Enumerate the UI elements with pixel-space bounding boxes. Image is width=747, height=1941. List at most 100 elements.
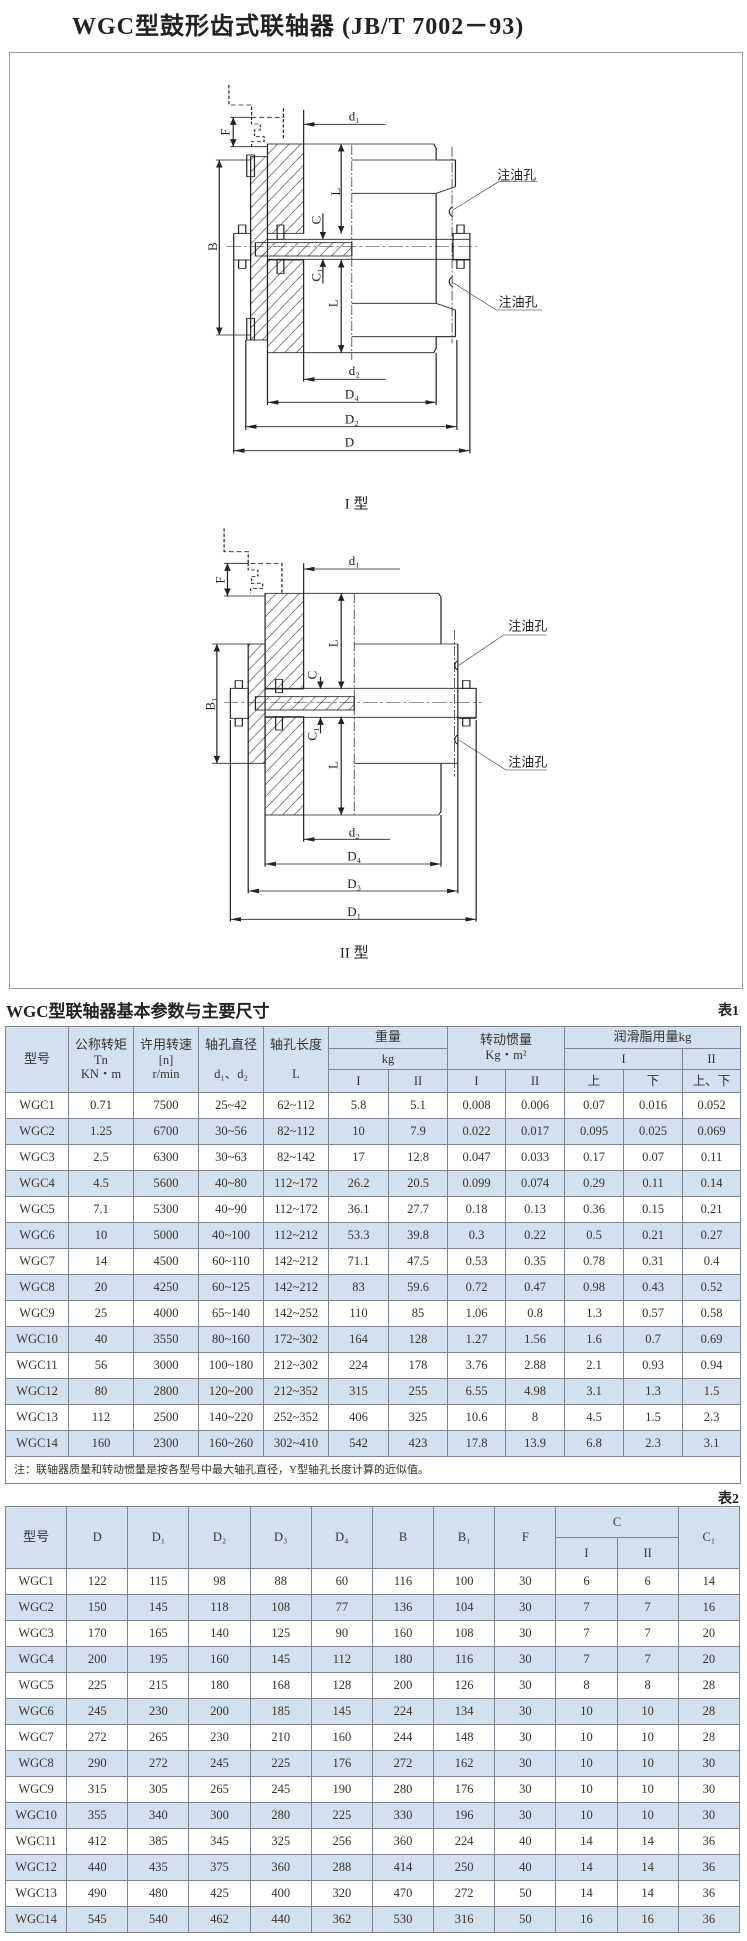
value-cell: 40 bbox=[494, 1828, 557, 1855]
value-cell: 195 bbox=[127, 1646, 190, 1673]
model-cell: WGC7 bbox=[4, 1724, 68, 1751]
model-cell: WGC7 bbox=[5, 1248, 69, 1275]
value-cell: 77 bbox=[310, 1594, 373, 1621]
value-cell: 0.18 bbox=[447, 1196, 507, 1223]
value-cell: 545 bbox=[66, 1906, 129, 1933]
value-cell: 230 bbox=[188, 1724, 251, 1751]
value-cell: 360 bbox=[249, 1854, 312, 1881]
label-d1: d₁ bbox=[349, 553, 360, 568]
label-L: L bbox=[325, 639, 340, 647]
value-cell: 325 bbox=[249, 1828, 312, 1855]
value-cell: 180 bbox=[371, 1646, 435, 1673]
value-cell: 39.8 bbox=[387, 1222, 449, 1249]
value-cell: 1.06 bbox=[447, 1300, 507, 1327]
value-cell: 40~90 bbox=[198, 1196, 264, 1223]
value-cell: 176 bbox=[310, 1750, 373, 1777]
col-torque-symbol: Tn bbox=[94, 1052, 108, 1067]
value-cell: 47.5 bbox=[387, 1248, 449, 1275]
value-cell: 340 bbox=[127, 1802, 190, 1829]
value-cell: 128 bbox=[387, 1326, 449, 1353]
value-cell: 10 bbox=[616, 1698, 679, 1725]
value-cell: 80 bbox=[68, 1378, 134, 1405]
value-cell: 320 bbox=[310, 1880, 373, 1907]
value-cell: 165 bbox=[127, 1620, 190, 1647]
col-grease-upper-lower: 上、下 bbox=[682, 1069, 742, 1093]
model-cell: WGC1 bbox=[5, 1092, 69, 1119]
value-cell: 0.11 bbox=[682, 1144, 742, 1171]
value-cell: 2300 bbox=[133, 1430, 199, 1457]
value-cell: 145 bbox=[127, 1594, 190, 1621]
value-cell: 160 bbox=[371, 1620, 435, 1647]
value-cell: 14 bbox=[677, 1568, 741, 1595]
value-cell: 30 bbox=[494, 1776, 557, 1803]
col-grease-type2: II bbox=[682, 1048, 742, 1070]
label-d2: d₂ bbox=[349, 363, 360, 378]
value-cell: 0.8 bbox=[505, 1300, 566, 1327]
model-cell: WGC4 bbox=[5, 1170, 69, 1197]
value-cell: 112 bbox=[310, 1646, 373, 1673]
col-inertia-type1: I bbox=[447, 1069, 507, 1093]
page-title: WGC型鼓形齿式联轴器 (JB/T 7002－93) bbox=[72, 14, 525, 40]
value-cell: 3.1 bbox=[682, 1430, 742, 1457]
col-weight-unit: kg bbox=[327, 1048, 449, 1070]
value-cell: 224 bbox=[371, 1698, 435, 1725]
value-cell: 71.1 bbox=[328, 1248, 389, 1275]
value-cell: 10 bbox=[68, 1222, 134, 1249]
model-cell: WGC12 bbox=[4, 1854, 68, 1881]
value-cell: 148 bbox=[433, 1724, 496, 1751]
value-cell: 162 bbox=[433, 1750, 496, 1777]
col-length-symbol: L bbox=[292, 1066, 300, 1081]
value-cell: 0.93 bbox=[623, 1352, 684, 1379]
label-d1: d₁ bbox=[349, 109, 360, 124]
label-L: L bbox=[328, 188, 343, 196]
value-cell: 115 bbox=[127, 1568, 190, 1595]
value-cell: 59.6 bbox=[387, 1274, 449, 1301]
value-cell: 0.94 bbox=[682, 1352, 742, 1379]
value-cell: 150 bbox=[66, 1594, 129, 1621]
value-cell: 412 bbox=[66, 1828, 129, 1855]
value-cell: 2800 bbox=[133, 1378, 199, 1405]
col-B: B bbox=[371, 1506, 435, 1569]
label-D2: D₂ bbox=[345, 411, 359, 426]
value-cell: 0.27 bbox=[682, 1222, 742, 1249]
value-cell: 30 bbox=[494, 1698, 557, 1725]
value-cell: 4.98 bbox=[505, 1378, 566, 1405]
col-B1: B₁ bbox=[433, 1506, 496, 1569]
value-cell: 530 bbox=[371, 1906, 435, 1933]
table1-note: 注：联轴器质量和转动惯量是按各型号中最大轴孔直径，Y型轴孔长度计算的近似值。 bbox=[4, 1456, 742, 1484]
value-cell: 245 bbox=[66, 1698, 129, 1725]
value-cell: 30 bbox=[494, 1646, 557, 1673]
value-cell: 112~172 bbox=[263, 1196, 329, 1223]
value-cell: 108 bbox=[433, 1620, 496, 1647]
value-cell: 80~160 bbox=[198, 1326, 264, 1353]
model-cell: WGC1 bbox=[4, 1568, 68, 1595]
value-cell: 10 bbox=[555, 1698, 618, 1725]
value-cell: 200 bbox=[188, 1698, 251, 1725]
model-cell: WGC8 bbox=[5, 1274, 69, 1301]
value-cell: 0.22 bbox=[505, 1222, 566, 1249]
model-cell: WGC8 bbox=[4, 1750, 68, 1777]
value-cell: 128 bbox=[310, 1672, 373, 1699]
value-cell: 7 bbox=[555, 1646, 618, 1673]
value-cell: 0.72 bbox=[447, 1274, 507, 1301]
value-cell: 110 bbox=[328, 1300, 389, 1327]
value-cell: 160 bbox=[188, 1646, 251, 1673]
value-cell: 212~302 bbox=[263, 1352, 329, 1379]
value-cell: 164 bbox=[328, 1326, 389, 1353]
value-cell: 0.43 bbox=[623, 1274, 684, 1301]
value-cell: 36 bbox=[677, 1880, 741, 1907]
value-cell: 0.11 bbox=[623, 1170, 684, 1197]
value-cell: 160 bbox=[310, 1724, 373, 1751]
value-cell: 272 bbox=[371, 1750, 435, 1777]
model-cell: WGC3 bbox=[4, 1620, 68, 1647]
value-cell: 245 bbox=[188, 1750, 251, 1777]
